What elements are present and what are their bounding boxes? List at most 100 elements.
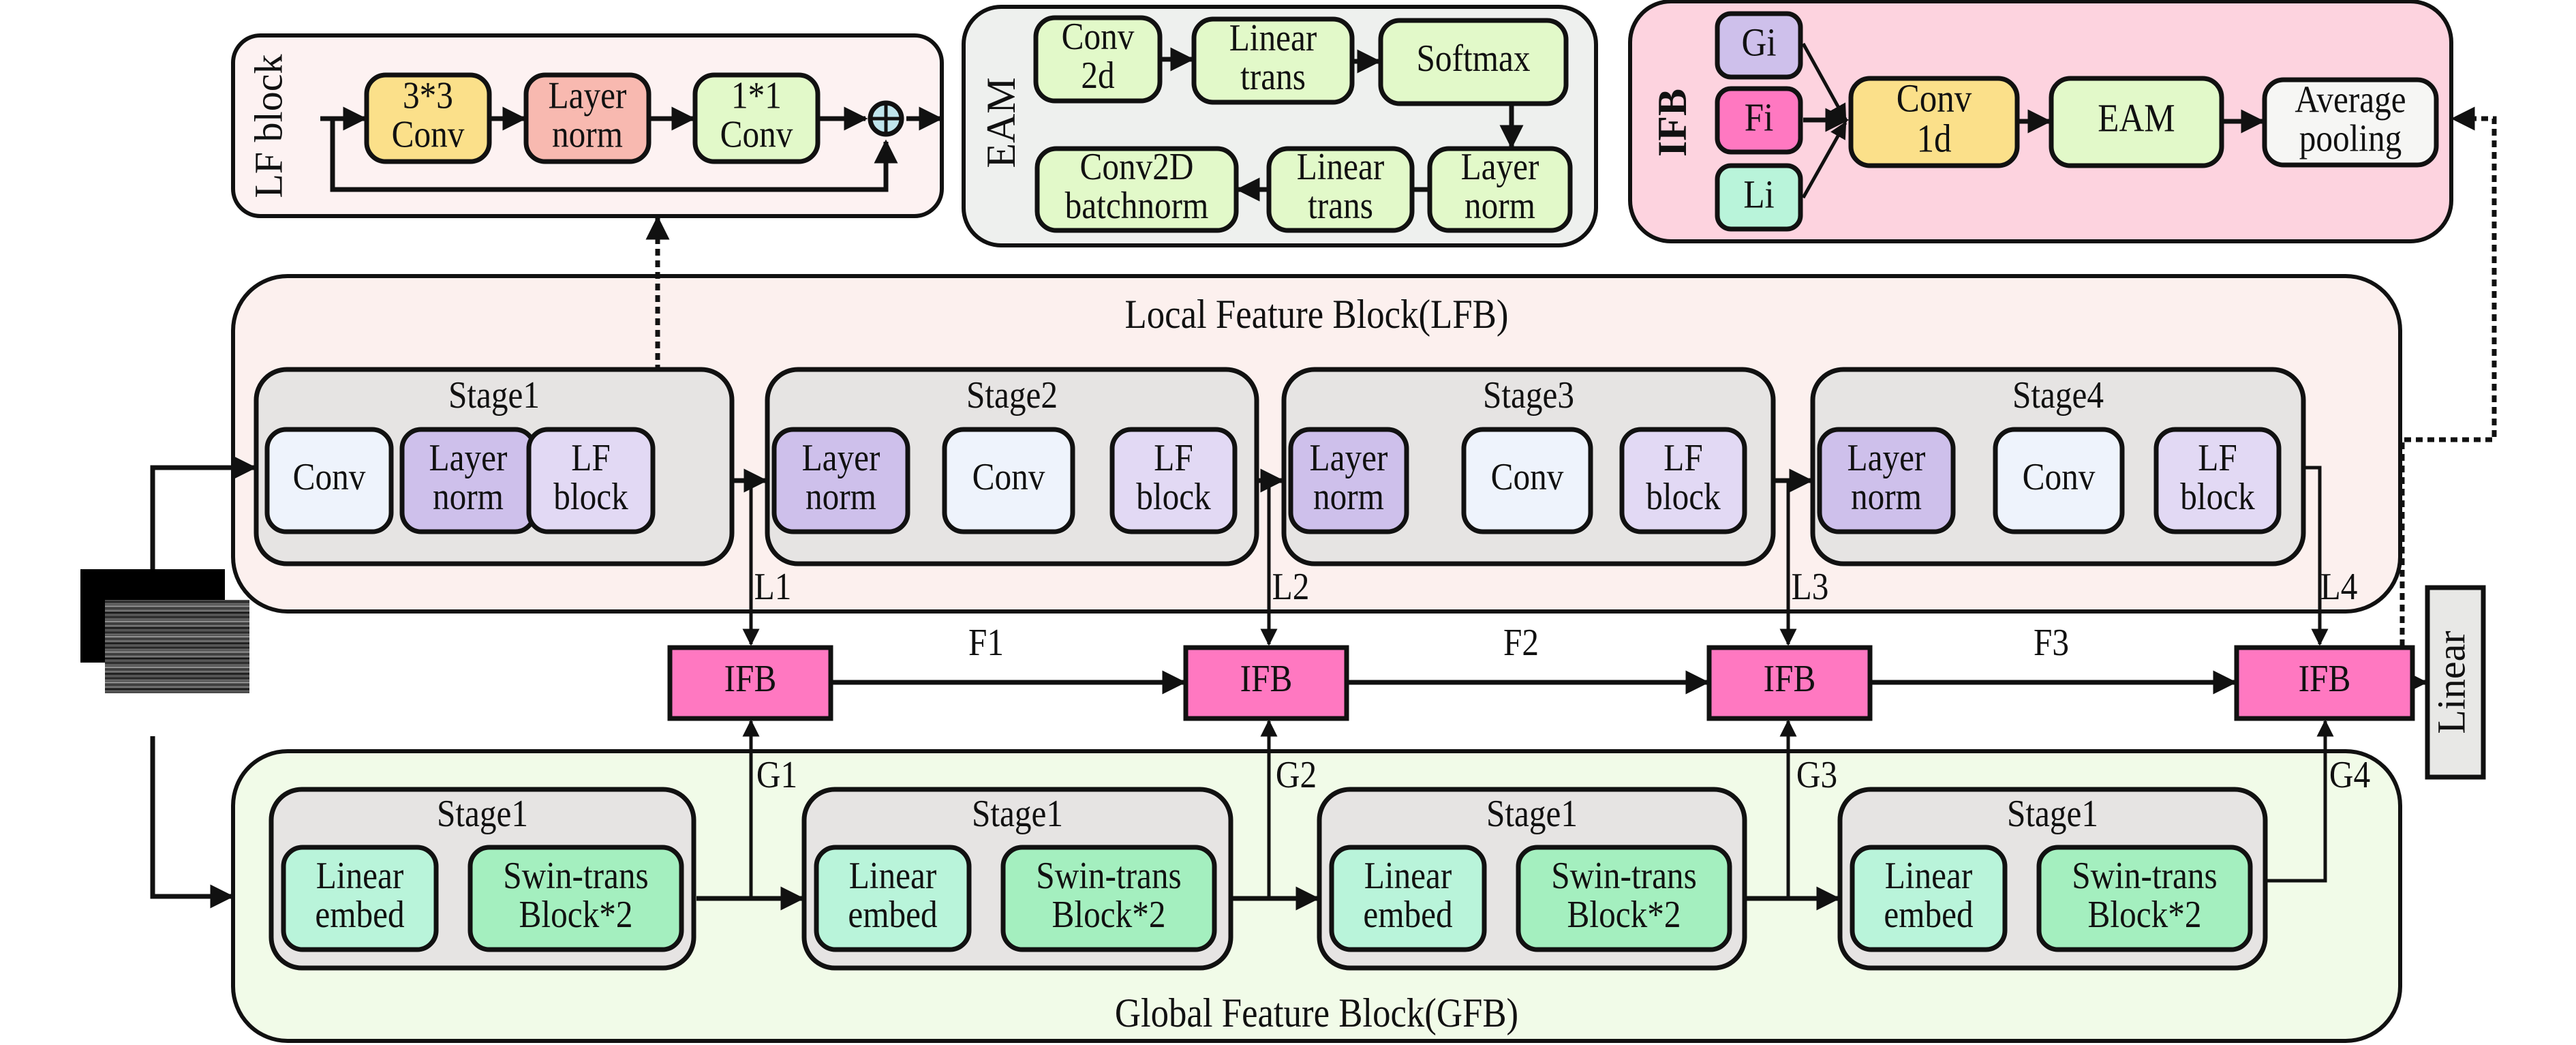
ifb-detail-title: IFB bbox=[1650, 89, 1695, 157]
gfb-stage4-swin-block-box-label-line1: Swin-trans bbox=[2072, 855, 2217, 897]
lf-block-box-3-label-line1: 1*1 bbox=[731, 75, 782, 117]
lfb-title: Local Feature Block(LFB) bbox=[1125, 292, 1509, 337]
lfb-stage-title-3: Stage3 bbox=[1483, 374, 1574, 417]
lfb-stage3-box-3-label-line2: block bbox=[1646, 476, 1721, 518]
ifb-input-gi bbox=[1715, 11, 1803, 80]
lfb-stage2-box-3 bbox=[1109, 427, 1238, 534]
lfb-stage4-box-2-label: Conv bbox=[2023, 456, 2096, 498]
label-l3: L3 bbox=[1792, 566, 1829, 608]
lfb-stage3-box-1 bbox=[1288, 427, 1409, 534]
lf-block-title: LF block bbox=[246, 54, 290, 198]
lfb-stage-title-4: Stage4 bbox=[2012, 374, 2104, 417]
lfb-stage1-box-3-label-line1: LF bbox=[571, 437, 611, 479]
lfb-stage-title-2: Stage2 bbox=[966, 374, 1058, 417]
gfb-stage2-swin-block-box-label-line1: Swin-trans bbox=[1036, 855, 1181, 897]
label-l2: L2 bbox=[1272, 566, 1310, 608]
gfb-stage2-swin-block-box-label-line2: Block*2 bbox=[1052, 894, 1166, 936]
lf-block-box-1-label-line2: Conv bbox=[392, 114, 465, 156]
gfb-stage1-linear-embed-box-label-line2: embed bbox=[315, 894, 404, 936]
eam-title: EAM bbox=[979, 77, 1024, 168]
eam-top-box-3-label: Softmax bbox=[1417, 37, 1531, 80]
lfb-stage2-box-3-label-line2: block bbox=[1136, 476, 1211, 518]
gfb-stage3-linear-embed-box bbox=[1329, 845, 1487, 952]
lf-block-box-1 bbox=[364, 72, 492, 164]
gfb-title: Global Feature Block(GFB) bbox=[1115, 991, 1518, 1036]
g4-arrow bbox=[2265, 719, 2334, 883]
lfb-stage2-box-2-label: Conv bbox=[972, 456, 1045, 498]
lfb-stage2-box-3-label-line1: LF bbox=[1154, 437, 1193, 479]
label-g4: G4 bbox=[2329, 754, 2370, 796]
gfb-stage4-swin-block-box-label-line2: Block*2 bbox=[2088, 894, 2202, 936]
lfb-stage1-box-3 bbox=[526, 427, 656, 534]
gfb-stage3-linear-embed-box-label-line1: Linear bbox=[1364, 855, 1452, 897]
gfb-stage-title-4: Stage1 bbox=[2007, 793, 2098, 835]
label-f2: F2 bbox=[1503, 622, 1539, 664]
lf-block-box-3 bbox=[692, 72, 821, 164]
gfb-stage2-linear-embed-box bbox=[814, 845, 972, 952]
lfb-stage3-box-2 bbox=[1461, 427, 1593, 534]
l4-arrow bbox=[2303, 466, 2329, 646]
label-l4: L4 bbox=[2320, 566, 2358, 608]
lfb-stage1-box-2-label-line2: norm bbox=[433, 476, 504, 518]
ifb-input-label-2: Fi bbox=[1745, 95, 1774, 139]
eam-top-box-1 bbox=[1033, 15, 1163, 104]
lfb-stage4-box-3-label-line1: LF bbox=[2198, 437, 2237, 479]
ifb-conv1d-box-label-line2: 1d bbox=[1916, 116, 1951, 160]
eam-top-box-2 bbox=[1191, 16, 1355, 105]
lfb-stage4-box-3 bbox=[2153, 427, 2282, 534]
gfb-stage4-linear-embed-box bbox=[1850, 845, 2008, 952]
gfb-stage2-linear-embed-box-label-line1: Linear bbox=[849, 855, 937, 897]
ifb-box-label-3: IFB bbox=[1764, 658, 1816, 700]
lfb-stage2-box-1 bbox=[771, 427, 910, 534]
linear-head-box bbox=[2425, 585, 2486, 780]
lfb-stage3-box-1-label-line1: Layer bbox=[1310, 437, 1388, 479]
linear-head-label: Linear bbox=[2429, 631, 2473, 733]
eam-bottom-box-2 bbox=[1266, 146, 1415, 233]
lfb-stage1-box-1 bbox=[264, 427, 394, 534]
gfb-stage3-linear-embed-box-label-line2: embed bbox=[1363, 894, 1452, 936]
label-f1: F1 bbox=[968, 622, 1004, 664]
gfb-stage4-linear-embed-box-label-line2: embed bbox=[1884, 894, 1973, 936]
ifb-input-label-1: Gi bbox=[1741, 20, 1776, 64]
input-to-gfb-arrow bbox=[150, 736, 234, 909]
lf-block-box-3-label-line2: Conv bbox=[720, 114, 793, 156]
lf-block-box-2-label-line1: Layer bbox=[549, 75, 627, 117]
eam-top-box-1-label-line2: 2d bbox=[1081, 55, 1114, 97]
eam-bottom-box-3-label-line1: Layer bbox=[1461, 146, 1539, 188]
eam-bottom-box-1-label-line2: batchnorm bbox=[1065, 185, 1209, 227]
ifb-box-1 bbox=[667, 645, 833, 721]
ifb-avg-pooling-box-label-line1: Average bbox=[2295, 79, 2406, 121]
lfb-stage2-box-2 bbox=[942, 427, 1075, 534]
lfb-stage1-box-3-label-line2: block bbox=[553, 476, 628, 518]
lf-block-box-2-label-line2: norm bbox=[552, 114, 623, 156]
ifb-eam-box bbox=[2049, 76, 2224, 168]
ifb-conv1d-box bbox=[1848, 76, 2020, 168]
eam-bottom-box-3-label-line2: norm bbox=[1465, 185, 1535, 227]
lfb-stage3-box-3-label-line1: LF bbox=[1663, 437, 1703, 479]
ifb-box-label-2: IFB bbox=[1240, 658, 1293, 700]
eam-bottom-box-1-label-line1: Conv2D bbox=[1080, 146, 1194, 188]
eam-bottom-box-1 bbox=[1034, 146, 1239, 233]
ifb-box-4 bbox=[2234, 645, 2415, 721]
ifb-eam-label: EAM bbox=[2098, 95, 2175, 140]
gfb-stage3-swin-block-box bbox=[1516, 845, 1732, 952]
lfb-stage4-box-1-label-line2: norm bbox=[1851, 476, 1922, 518]
gfb-stage-title-2: Stage1 bbox=[972, 793, 1063, 835]
gfb-stage1-swin-block-box-label-line2: Block*2 bbox=[519, 894, 633, 936]
gfb-stage3-swin-block-box-label-line1: Swin-trans bbox=[1551, 855, 1696, 897]
ifb-box-label-1: IFB bbox=[724, 658, 777, 700]
gfb-stage1-linear-embed-box-label-line1: Linear bbox=[316, 855, 404, 897]
label-g1: G1 bbox=[756, 754, 797, 796]
eam-bottom-box-2-label-line2: trans bbox=[1308, 185, 1373, 227]
lfb-stage1-box-1-label: Conv bbox=[293, 456, 366, 498]
gfb-stage4-linear-embed-box-label-line1: Linear bbox=[1885, 855, 1973, 897]
eam-top-box-2-label-line1: Linear bbox=[1229, 17, 1317, 59]
label-l1: L1 bbox=[754, 566, 792, 608]
ifb-input-li bbox=[1715, 163, 1803, 232]
eam-top-box-1-label-line1: Conv bbox=[1062, 16, 1135, 58]
gfb-stage-title-1: Stage1 bbox=[437, 793, 528, 835]
ifb-input-label-3: Li bbox=[1743, 172, 1774, 216]
eam-bottom-box-2-label-line1: Linear bbox=[1297, 146, 1385, 188]
lfb-stage3-box-2-label: Conv bbox=[1491, 456, 1564, 498]
